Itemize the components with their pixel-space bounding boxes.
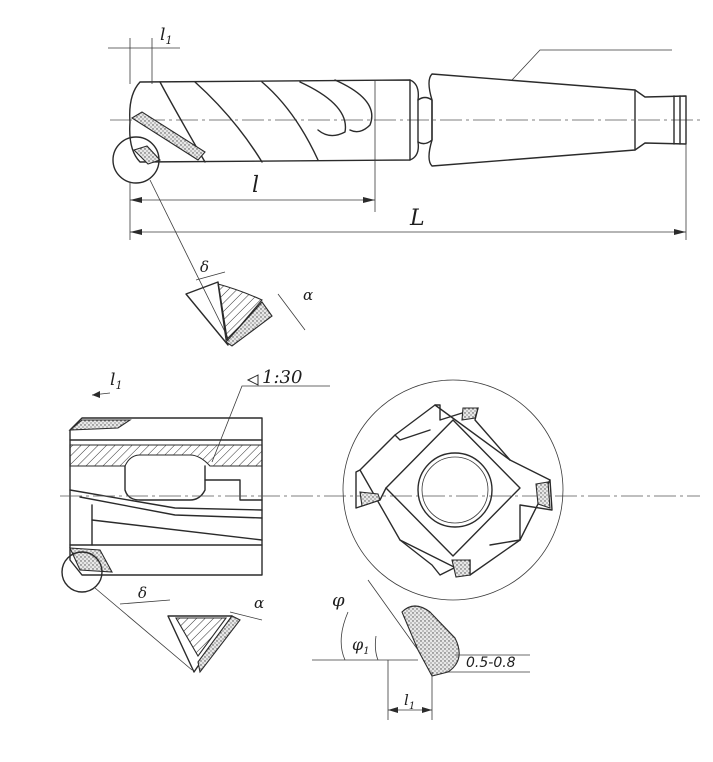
label-l1-insert: l1 [404,691,415,712]
drill-neck-groove [417,96,433,145]
drill-side-view: l1 l L δ α [108,25,700,347]
phi1-arc [374,635,379,661]
phi-arc [340,611,349,661]
flute-3 [261,81,319,161]
insert-profile [401,605,460,677]
phi-line [367,579,419,651]
facet-2 [489,539,521,546]
label-L: L [409,206,425,231]
insert-tooth-top [461,407,479,421]
section-hatched-bottom [175,617,228,658]
delta-dim-top [195,271,226,281]
outer-circle [342,379,564,601]
insert-tooth-left [359,491,381,507]
drill-neck-left [409,79,420,161]
reamer-body-outline [69,417,263,576]
label-alpha-top: α [303,286,313,304]
label-phi1: φ1 [352,635,370,657]
taper-leader [211,385,330,463]
facet-1 [394,429,431,441]
bore-step [204,479,263,501]
flute-2 [194,81,263,163]
label-alpha-bottom: α [254,594,264,612]
tooth-left [355,469,387,509]
inner-bore [124,465,206,501]
reamer-end-view [342,379,564,601]
end-bore [417,452,493,528]
insert-tooth-bottom [451,559,471,578]
end-square-inner [385,419,521,557]
insert-section-top: δ α [185,258,313,347]
flute-5 [334,79,373,133]
label-l1-bottom: l1 [110,370,122,392]
shank-leader [511,49,672,81]
range-label: 0.5-0.8 [466,655,516,671]
l-arrow-b [363,197,375,203]
tooth-right [519,479,553,541]
flute-4 [299,81,347,137]
insert-top-left [68,419,132,431]
l1-arrowhead-bottom [92,391,100,398]
carbide-insert-top [130,111,206,161]
l-arrow-a [130,197,142,203]
detail-circle-bottom [61,551,103,593]
label-phi: φ [332,590,345,611]
carbide-insert-tip [132,145,161,165]
section-carbide-bottom [197,615,241,674]
label-delta-bottom: δ [138,584,147,602]
L-arrow-a [130,229,142,235]
alpha-dim-bottom [229,611,263,621]
taper-symbol [246,374,259,386]
shank-tang [634,89,687,151]
flute-line-2 [79,496,263,519]
L-arrow-b [674,229,686,235]
label-l: l [252,173,259,198]
detail-circle [112,136,160,184]
tooth-top [434,404,511,461]
taper-ratio: 1:30 [262,367,302,388]
reamer-head-section: l1 1:30 δ α [60,367,700,674]
end-bore-inner [421,456,489,524]
insert-section-bottom: δ α [119,584,264,674]
section-carbide [225,301,273,347]
flute-line-3 [91,519,263,541]
l1b-arrow-b [422,707,432,713]
detail-leader [149,179,229,339]
hatched-wall [69,444,263,467]
l1b-arrow-a [388,707,398,713]
insert-geometry-detail: φ φ1 0.5-0.8 l1 [312,579,530,720]
label-l1-top: l1 [160,25,172,47]
alpha-dim-top [277,293,306,331]
delta-dim-bottom [119,599,171,605]
label-delta-top: δ [200,258,209,276]
taper-shank [428,73,636,167]
drill-body [129,79,411,163]
insert-tooth-right [535,481,551,509]
detail-leader-bottom [94,587,193,671]
